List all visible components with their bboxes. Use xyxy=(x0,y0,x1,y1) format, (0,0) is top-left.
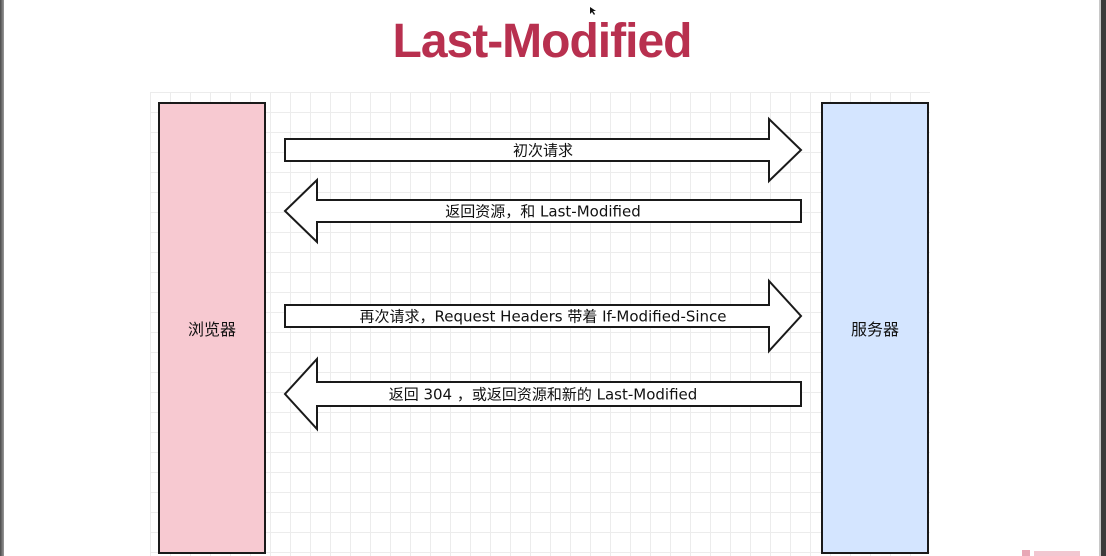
watermark-logo xyxy=(1022,548,1084,556)
mouse-cursor-icon xyxy=(589,0,599,15)
arrow-label-return-resource: 返回资源，和 Last-Modified xyxy=(445,202,641,221)
arrow-label-initial-request: 初次请求 xyxy=(512,141,574,160)
arrow-label-return-304: 返回 304 ，或返回资源和新的 Last-Modified xyxy=(388,385,698,404)
arrow-left-shape xyxy=(283,177,802,245)
arrow-return-304: 返回 304 ，或返回资源和新的 Last-Modified xyxy=(283,356,802,432)
grid-canvas xyxy=(150,92,930,556)
arrow-right-shape xyxy=(284,278,803,354)
arrow-right-shape xyxy=(284,116,803,184)
window-edge-right-inner xyxy=(1099,0,1101,556)
server-node: 服务器 xyxy=(821,102,929,554)
arrow-label-repeat-request: 再次请求，Request Headers 带着 If-Modified-Sinc… xyxy=(359,307,727,326)
slide-title: Last-Modified xyxy=(392,15,693,68)
window-edge-right xyxy=(1101,0,1106,556)
window-edge-left xyxy=(0,0,4,556)
browser-node: 浏览器 xyxy=(158,102,266,554)
arrow-left-shape xyxy=(283,356,802,432)
arrow-repeat-request: 再次请求，Request Headers 带着 If-Modified-Sinc… xyxy=(284,278,803,354)
arrow-initial-request: 初次请求 xyxy=(284,116,803,184)
browser-label: 浏览器 xyxy=(187,320,236,339)
server-label: 服务器 xyxy=(850,320,899,339)
arrow-return-resource: 返回资源，和 Last-Modified xyxy=(283,177,802,245)
